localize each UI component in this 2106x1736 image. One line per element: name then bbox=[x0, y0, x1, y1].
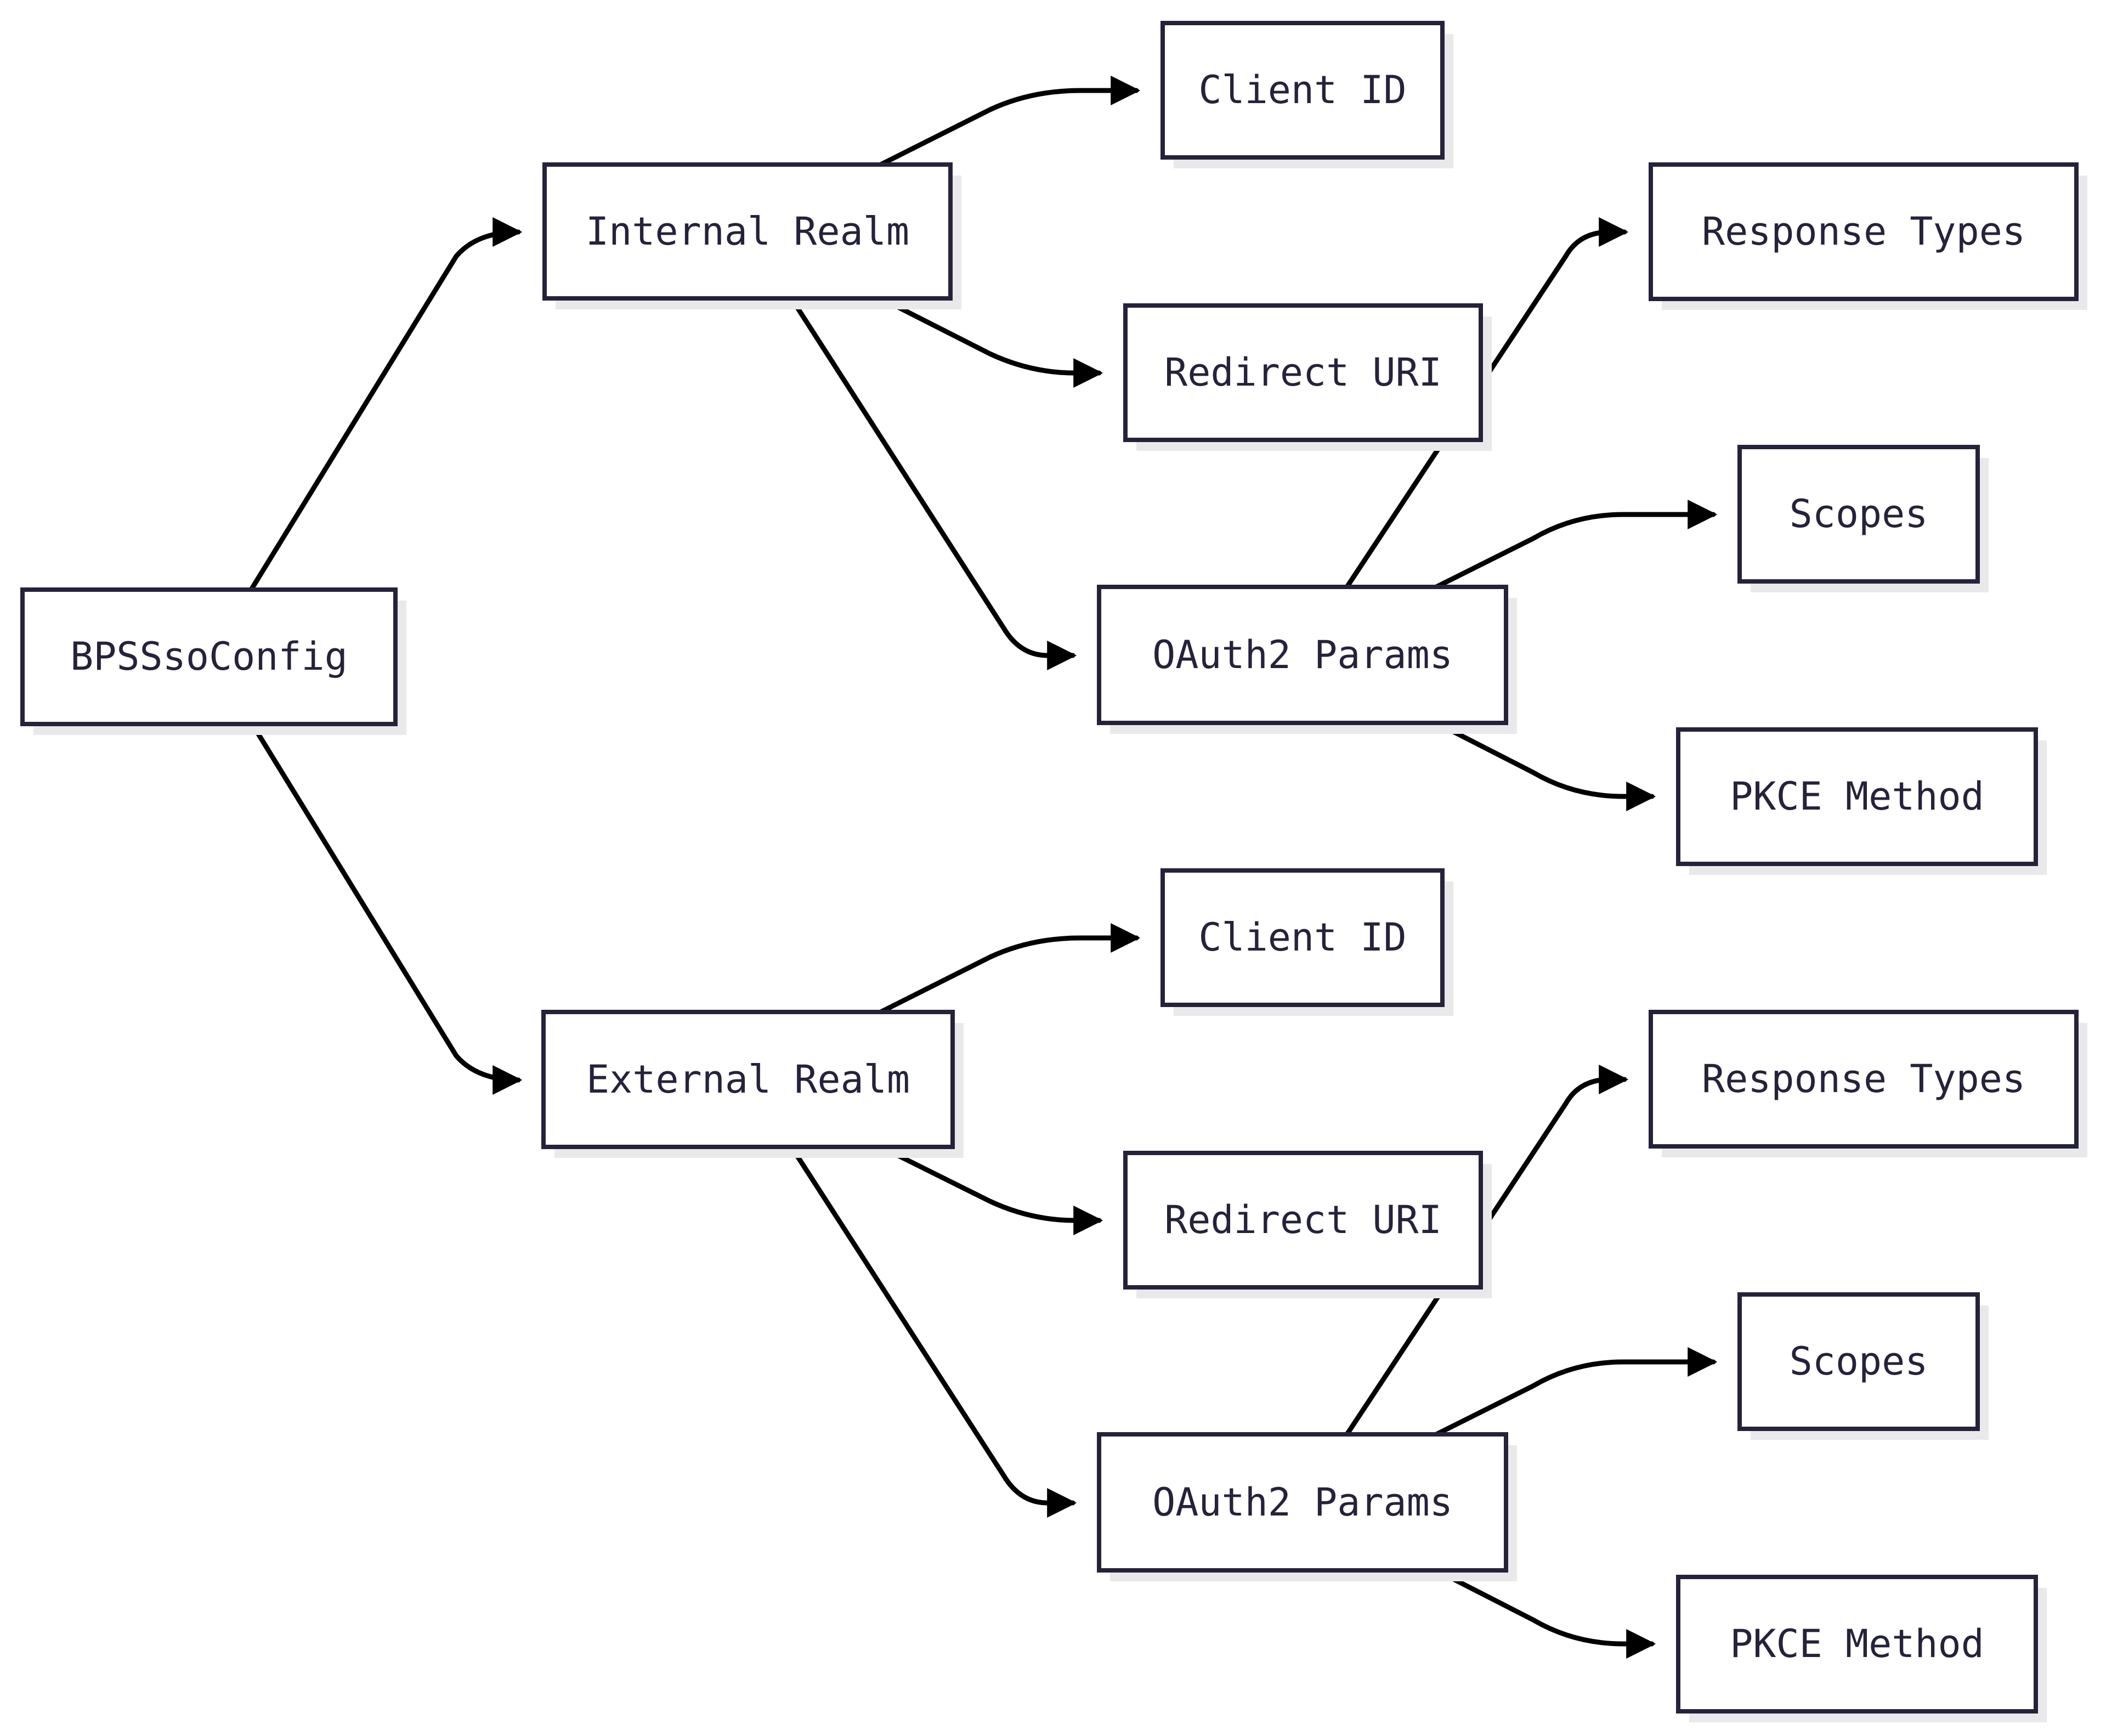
edge-external-realm-to-oauth2-params bbox=[789, 1144, 1077, 1518]
node-external-scopes[interactable]: Scopes bbox=[1737, 1292, 1989, 1440]
node-internal-realm-label: Internal Realm bbox=[586, 209, 909, 254]
edge-internal-oauth2-to-pkce-method bbox=[1434, 720, 1656, 811]
edge-external-oauth2-to-scopes bbox=[1434, 1347, 1718, 1437]
edge-root-to-internal-realm bbox=[248, 217, 523, 592]
node-external-pkce-method-label: PKCE Method bbox=[1730, 1621, 1984, 1666]
node-external-realm[interactable]: External Realm bbox=[541, 1010, 964, 1158]
nodes: BPSSsoConfig Internal Realm External Rea… bbox=[20, 21, 2087, 1722]
node-internal-realm[interactable]: Internal Realm bbox=[542, 162, 961, 309]
node-internal-oauth2-params-label: OAuth2 Params bbox=[1152, 632, 1453, 677]
edge-external-realm-to-client-id bbox=[878, 923, 1141, 1015]
node-external-redirect-uri[interactable]: Redirect URI bbox=[1123, 1151, 1492, 1298]
node-external-scopes-label: Scopes bbox=[1790, 1339, 1928, 1384]
node-external-oauth2-params[interactable]: OAuth2 Params bbox=[1097, 1432, 1517, 1581]
node-internal-client-id-label: Client ID bbox=[1198, 67, 1406, 112]
node-internal-redirect-uri[interactable]: Redirect URI bbox=[1123, 303, 1492, 451]
node-internal-pkce-method-label: PKCE Method bbox=[1730, 774, 1984, 819]
node-external-pkce-method[interactable]: PKCE Method bbox=[1676, 1575, 2047, 1722]
node-internal-oauth2-params[interactable]: OAuth2 Params bbox=[1097, 585, 1517, 734]
edge-external-oauth2-to-pkce-method bbox=[1434, 1568, 1656, 1659]
node-root[interactable]: BPSSsoConfig bbox=[20, 587, 406, 735]
node-external-redirect-uri-label: Redirect URI bbox=[1164, 1197, 1442, 1242]
node-internal-response-types[interactable]: Response Types bbox=[1649, 162, 2087, 310]
node-internal-scopes[interactable]: Scopes bbox=[1737, 445, 1989, 592]
edge-root-to-external-realm bbox=[248, 720, 523, 1095]
node-internal-response-types-label: Response Types bbox=[1702, 209, 2025, 254]
edges bbox=[248, 76, 1718, 1659]
node-internal-client-id[interactable]: Client ID bbox=[1160, 21, 1453, 168]
edge-external-realm-to-redirect-uri bbox=[878, 1144, 1103, 1235]
node-external-client-id-label: Client ID bbox=[1198, 915, 1406, 960]
edge-internal-realm-to-client-id bbox=[878, 76, 1141, 167]
edge-internal-realm-to-redirect-uri bbox=[878, 296, 1103, 388]
node-external-response-types-label: Response Types bbox=[1702, 1056, 2025, 1101]
node-internal-scopes-label: Scopes bbox=[1790, 491, 1928, 536]
node-internal-pkce-method[interactable]: PKCE Method bbox=[1676, 727, 2047, 875]
node-root-label: BPSSsoConfig bbox=[70, 634, 348, 679]
edge-internal-oauth2-to-scopes bbox=[1434, 500, 1718, 590]
node-external-client-id[interactable]: Client ID bbox=[1160, 868, 1453, 1016]
edge-internal-realm-to-oauth2-params bbox=[789, 296, 1077, 670]
node-external-realm-label: External Realm bbox=[586, 1057, 910, 1102]
edge-internal-oauth2-to-response-types bbox=[1344, 217, 1629, 590]
node-external-oauth2-params-label: OAuth2 Params bbox=[1152, 1480, 1453, 1525]
edge-external-oauth2-to-response-types bbox=[1344, 1065, 1629, 1437]
node-internal-redirect-uri-label: Redirect URI bbox=[1164, 350, 1442, 395]
node-external-response-types[interactable]: Response Types bbox=[1649, 1010, 2087, 1157]
